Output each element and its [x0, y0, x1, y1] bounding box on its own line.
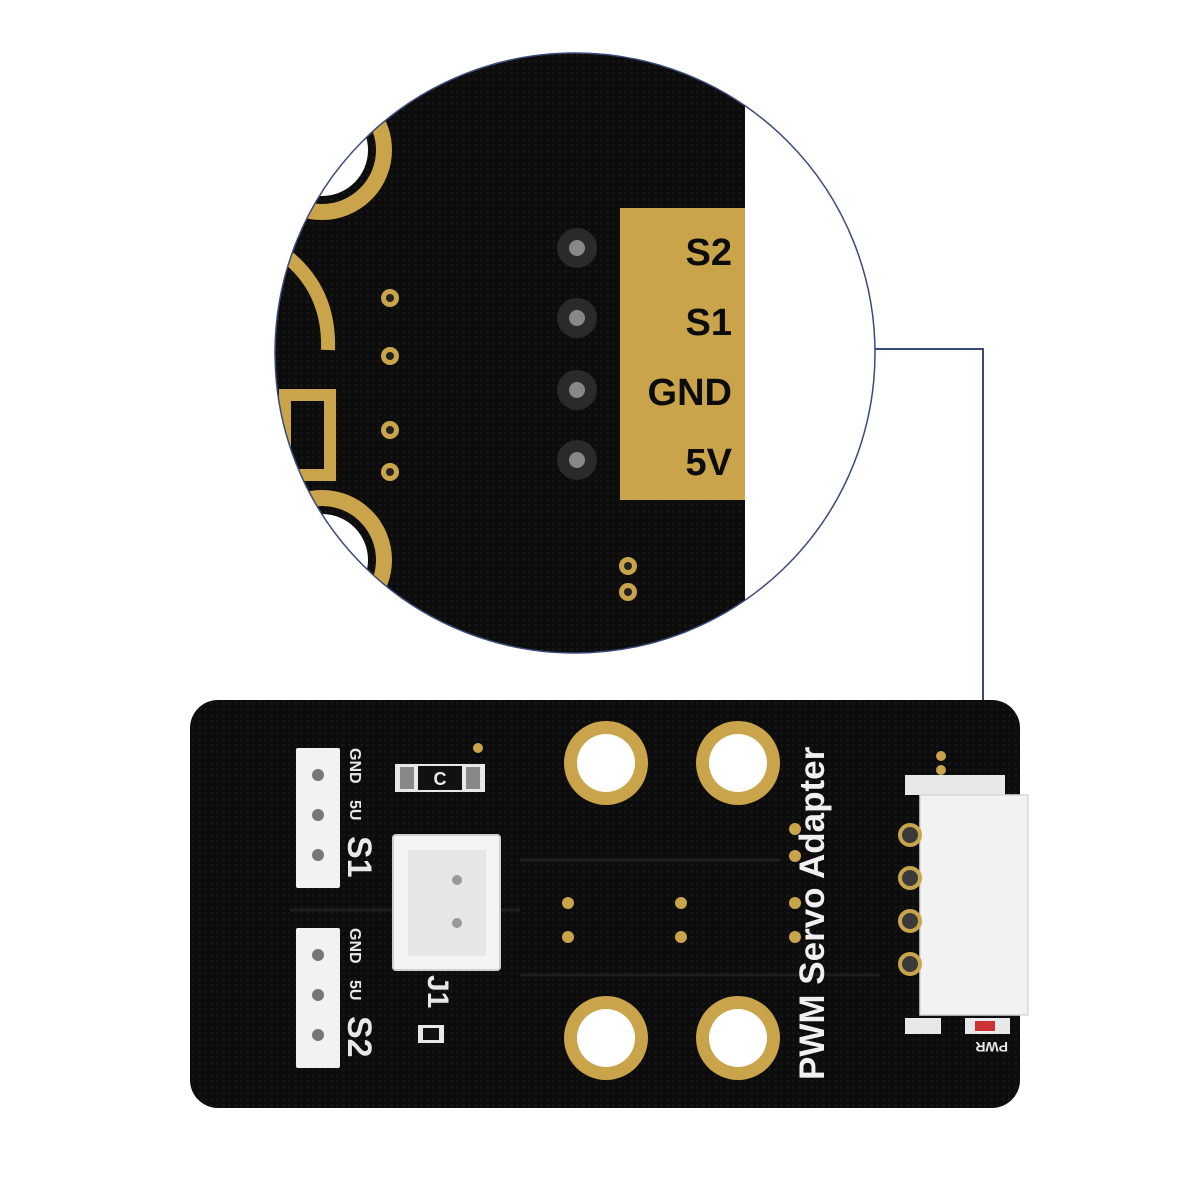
j1-connector: J1	[392, 834, 501, 1043]
zoom-view: S2 S1 GND 5V	[274, 52, 876, 654]
j1-label: J1	[421, 975, 454, 1008]
header-s1-gnd-label: GND	[346, 748, 363, 784]
capacitor-label: C	[434, 769, 447, 789]
zoom-circle-border	[274, 52, 876, 654]
zoom-vias	[381, 289, 637, 601]
pcb-body	[190, 700, 1020, 1108]
zoom-gold-trace	[280, 249, 336, 351]
header-s1-name: S1	[340, 836, 378, 878]
zoom-label-block	[620, 208, 745, 500]
header-s1: GND 5U S1	[296, 748, 378, 888]
zoom-solder-joints	[557, 228, 597, 480]
header-s2: GND 5U S2	[296, 928, 378, 1068]
board-vias	[473, 743, 946, 943]
board-title: PWM Servo Adapter	[793, 746, 832, 1080]
zoom-label-5v: 5V	[686, 442, 733, 484]
header-s2-5u-label: 5U	[346, 980, 363, 1000]
header-s2-name: S2	[340, 1016, 378, 1058]
zoom-label-s2: S2	[686, 232, 732, 274]
mounting-holes	[564, 721, 780, 1080]
zoom-label-s1: S1	[686, 302, 732, 344]
header-s1-5u-label: 5U	[346, 800, 363, 820]
header-s2-gnd-label: GND	[346, 928, 363, 964]
side-connector: PWR	[898, 775, 1029, 1055]
zoom-label-gnd: GND	[648, 372, 732, 414]
led-label: PWR	[975, 1039, 1008, 1055]
capacitor: C	[395, 764, 485, 792]
pcb-board: GND 5U S1 GND 5U S2 C J1	[190, 700, 1029, 1108]
